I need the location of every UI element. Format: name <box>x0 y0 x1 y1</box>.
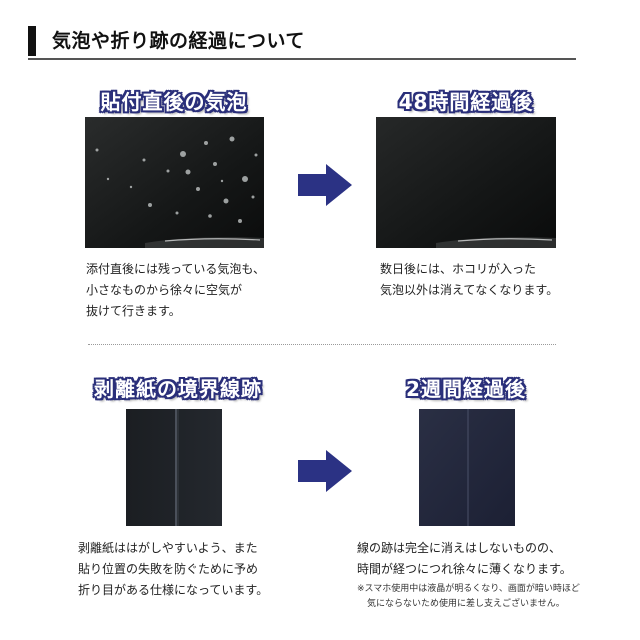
right-arrow-icon <box>296 163 356 207</box>
label-after-2-weeks: 2週間経過後 <box>406 377 526 401</box>
section-header: 気泡や折り跡の経過について <box>28 26 576 62</box>
description-bubbles-initial: 添付直後には残っている気泡も、 小さなものから徐々に空気が 抜けて行きます。 <box>86 262 266 318</box>
page-title: 気泡や折り跡の経過について <box>52 30 305 52</box>
photo-fold-line-after <box>419 409 515 526</box>
description-after-48-hours: 数日後には、ホコリが入った 気泡以外は消えてなくなります。 <box>380 262 559 297</box>
photo-bubbles-initial <box>85 117 264 248</box>
photo-fold-line-initial <box>126 409 222 526</box>
description-fold-line-initial: 剥離紙ははがしやすいよう、また 貼り位置の失敗を防ぐために予め 折り目がある仕様… <box>78 541 269 597</box>
usage-note: ※スマホ使用中は液晶が明るくなり、画面が暗い時ほど 気にならないため使用に差し支… <box>357 584 580 609</box>
label-bubbles-right-after: 貼付直後の気泡 <box>100 90 248 114</box>
right-arrow-icon <box>296 449 356 493</box>
label-release-paper-fold: 剥離紙の境界線跡 <box>94 377 262 401</box>
description-fold-line-after: 線の跡は完全に消えはしないものの、 時間が経つにつれ徐々に薄くなります。 <box>357 541 572 576</box>
header-underline <box>28 58 576 60</box>
section-divider <box>88 344 556 345</box>
label-after-48-hours: 48時間経過後 <box>398 90 534 114</box>
header-accent-bar <box>28 26 36 56</box>
photo-after-48-hours <box>376 117 556 248</box>
